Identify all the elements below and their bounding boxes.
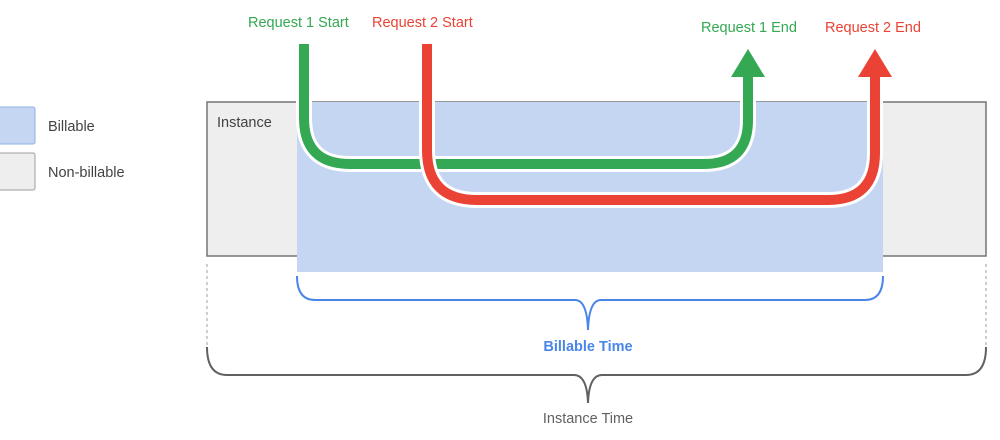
request-2-arrowhead [858,49,892,77]
request-1-arrowhead [731,49,765,77]
billable-region [297,102,883,272]
request-2-path [419,44,883,208]
request-1-path [296,44,756,172]
billable-time-label: Billable Time [543,339,632,355]
legend-label-non-billable: Non-billable [48,165,125,181]
instance-time-brace [206,346,987,404]
request-2-end-label: Request 2 End [825,20,921,36]
legend: Billable Non-billable [0,106,125,191]
legend-swatch-non-billable [0,152,36,191]
legend-swatch-billable [0,106,36,145]
request-1-path-line [299,44,753,169]
request-1-end-label: Request 1 End [701,20,797,36]
legend-label-billable: Billable [48,119,95,135]
request-2-path-line [422,44,880,205]
request-2-start-label: Request 2 Start [372,15,473,31]
billable-time-brace [296,275,884,331]
instance-label: Instance [217,115,272,131]
request-1-start-label: Request 1 Start [248,15,349,31]
instance-time-label: Instance Time [543,411,633,427]
